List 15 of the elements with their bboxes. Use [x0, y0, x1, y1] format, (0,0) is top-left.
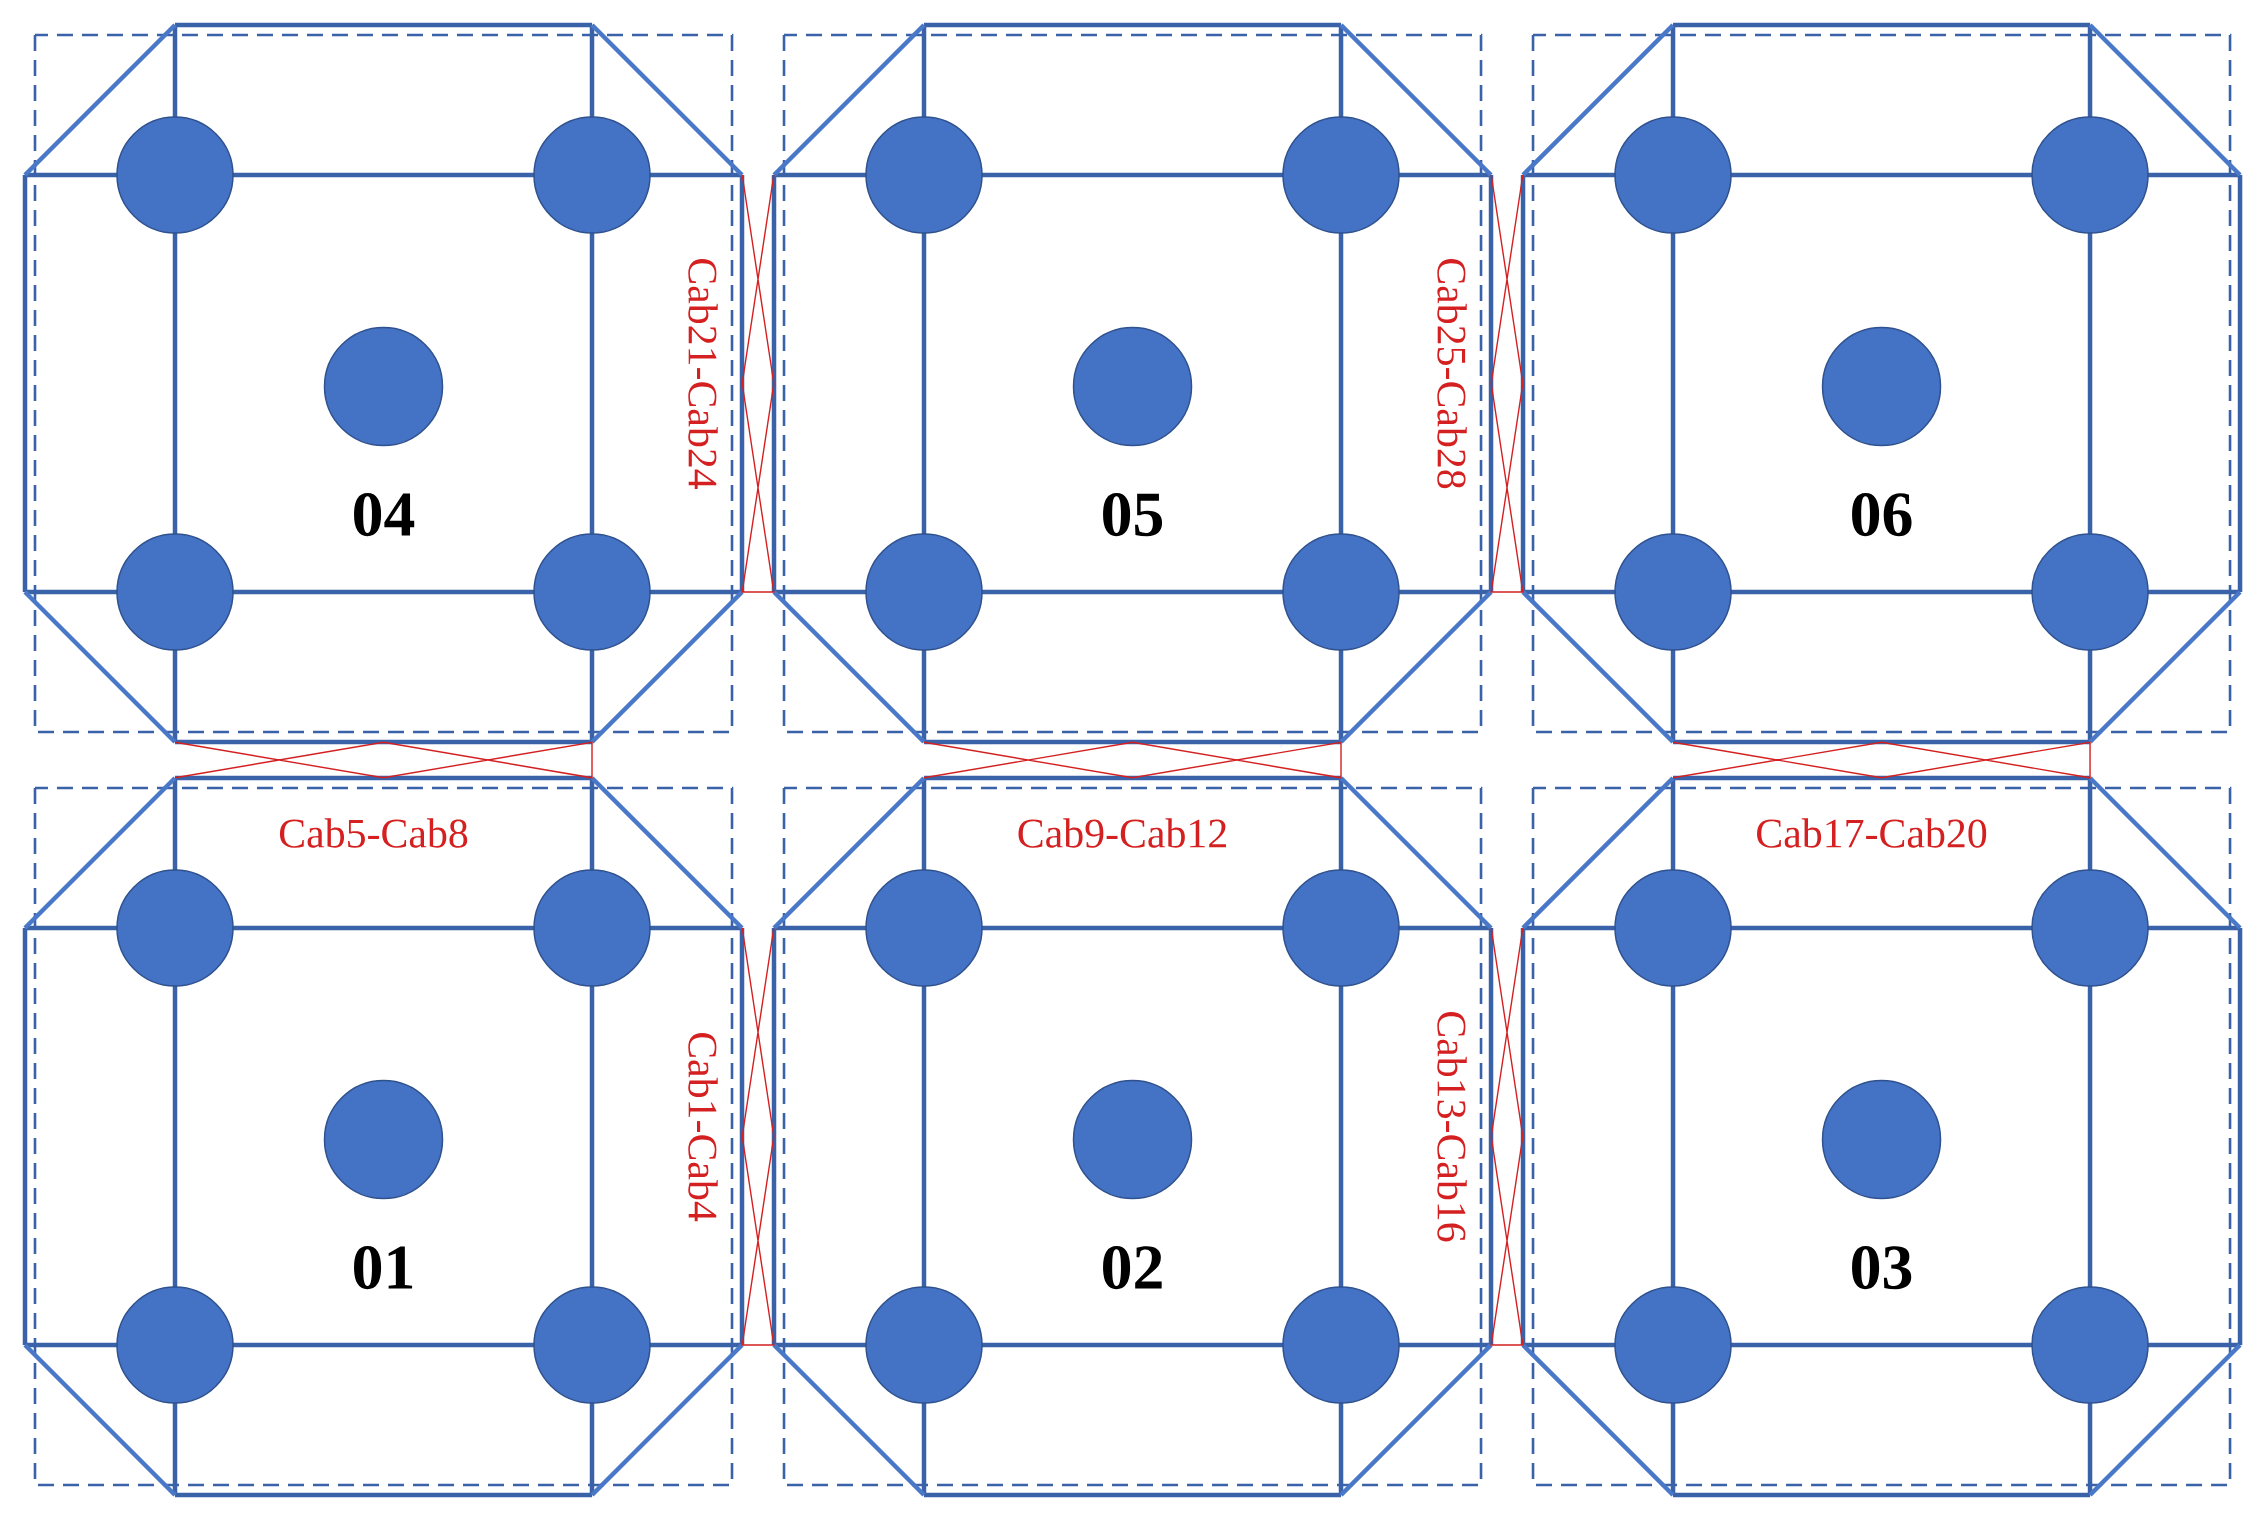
cable-cross: [1672, 741, 2091, 779]
cable-cross: [1490, 174, 1524, 593]
edge-label: Cab5-Cab8: [276, 816, 471, 850]
edge-label: Cab21-Cab24: [686, 255, 720, 492]
cable-cross: [1490, 927, 1524, 1346]
edge-label: Cab1-Cab4: [686, 1029, 720, 1224]
cable-cross: [741, 927, 775, 1346]
module-drawing: 06: [1520, 22, 2243, 745]
cable-cross: [923, 741, 1342, 779]
cable-cross: [741, 174, 775, 593]
edge-label: Cab25-Cab28: [1435, 255, 1469, 492]
edge-label: Cab17-Cab20: [1753, 816, 1990, 850]
edge-label: Cab13-Cab16: [1435, 1008, 1469, 1245]
edge-label: Cab9-Cab12: [1014, 816, 1231, 850]
cable-cross: [174, 741, 593, 779]
